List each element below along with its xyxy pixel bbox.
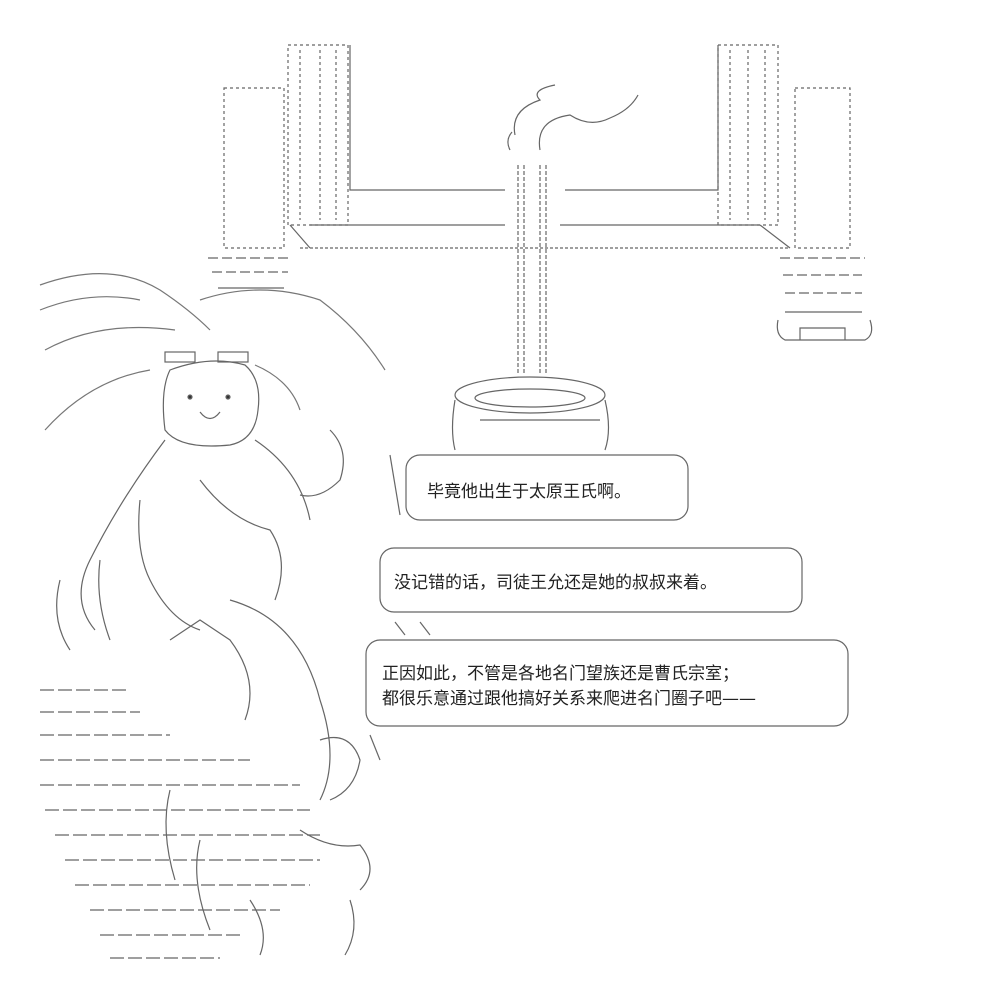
character-robe (40, 689, 320, 959)
bubble-3-line-2: 都很乐意通过跟他搞好关系来爬进名门圈子吧—— (382, 689, 756, 709)
incense-smoke (507, 84, 639, 375)
right-pillar (717, 44, 851, 249)
pillar-bases (208, 257, 873, 341)
incense-burner (451, 376, 610, 451)
speech-bubble-3 (365, 639, 849, 761)
speech-bubble-2 (379, 547, 803, 636)
character-body (56, 429, 361, 801)
crossbeam (289, 45, 791, 249)
left-pillar (223, 44, 349, 249)
bubble-3-line-1: 正因如此，不管是各地名门望族还是曹氏宗室； (382, 664, 739, 684)
bubble-2-line-1: 没记错的话，司徒王允还是她的叔叔来着。 (394, 573, 717, 593)
character-robe-folds (165, 789, 371, 956)
bubble-1-line-1: 毕竟他出生于太原王氏啊。 (427, 482, 631, 502)
speech-bubble-1 (389, 454, 689, 521)
character-hair (39, 273, 386, 431)
character-head (162, 351, 260, 447)
